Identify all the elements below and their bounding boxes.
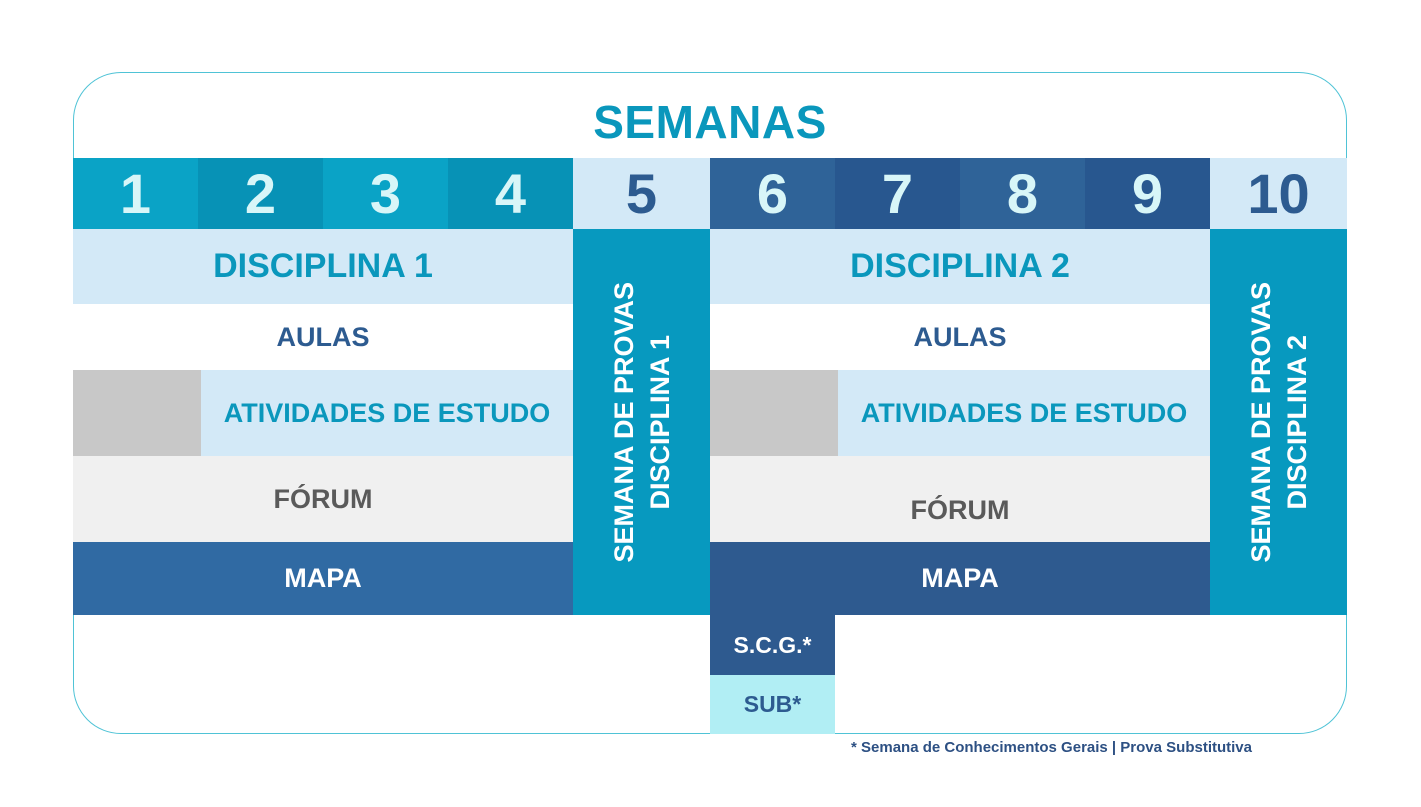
- semana-provas-2-line1: SEMANA DE PROVAS: [1245, 281, 1276, 563]
- disciplina-1-atividades: ATIVIDADES DE ESTUDO: [201, 370, 573, 456]
- week-7: 7: [835, 158, 960, 229]
- week-10: 10: [1210, 158, 1347, 229]
- disciplina-1-header: DISCIPLINA 1: [73, 229, 573, 304]
- disciplina-1-gray-block: [73, 370, 201, 456]
- disciplina-1-mapa: MAPA: [73, 542, 573, 615]
- week-9: 9: [1085, 158, 1210, 229]
- footnote: * Semana de Conhecimentos Gerais | Prova…: [851, 739, 1252, 756]
- semana-provas-disciplina-2: SEMANA DE PROVAS DISCIPLINA 2: [1210, 229, 1347, 615]
- disciplina-1-forum: FÓRUM: [73, 456, 573, 542]
- week-5: 5: [573, 158, 710, 229]
- disciplina-2-header: DISCIPLINA 2: [710, 229, 1210, 304]
- disciplina-2-aulas: AULAS: [710, 304, 1210, 370]
- disciplina-2-mapa: MAPA: [710, 542, 1210, 615]
- disciplina-1-aulas: AULAS: [73, 304, 573, 370]
- semana-provas-2-line2: DISCIPLINA 2: [1281, 334, 1312, 510]
- semana-provas-1-line1: SEMANA DE PROVAS: [608, 281, 639, 563]
- week-2: 2: [198, 158, 323, 229]
- disciplina-2-forum: FÓRUM: [710, 456, 1210, 542]
- sub-block: SUB*: [710, 675, 835, 734]
- disciplina-2-atividades: ATIVIDADES DE ESTUDO: [838, 370, 1210, 456]
- disciplina-2-gray-block: [710, 370, 838, 456]
- semana-provas-1-line2: DISCIPLINA 1: [644, 334, 675, 510]
- week-3: 3: [323, 158, 448, 229]
- week-8: 8: [960, 158, 1085, 229]
- week-1: 1: [73, 158, 198, 229]
- semana-provas-disciplina-1: SEMANA DE PROVAS DISCIPLINA 1: [573, 229, 710, 615]
- scg-block: S.C.G.*: [710, 615, 835, 675]
- page-title: SEMANAS: [593, 96, 827, 148]
- week-4: 4: [448, 158, 573, 229]
- week-6: 6: [710, 158, 835, 229]
